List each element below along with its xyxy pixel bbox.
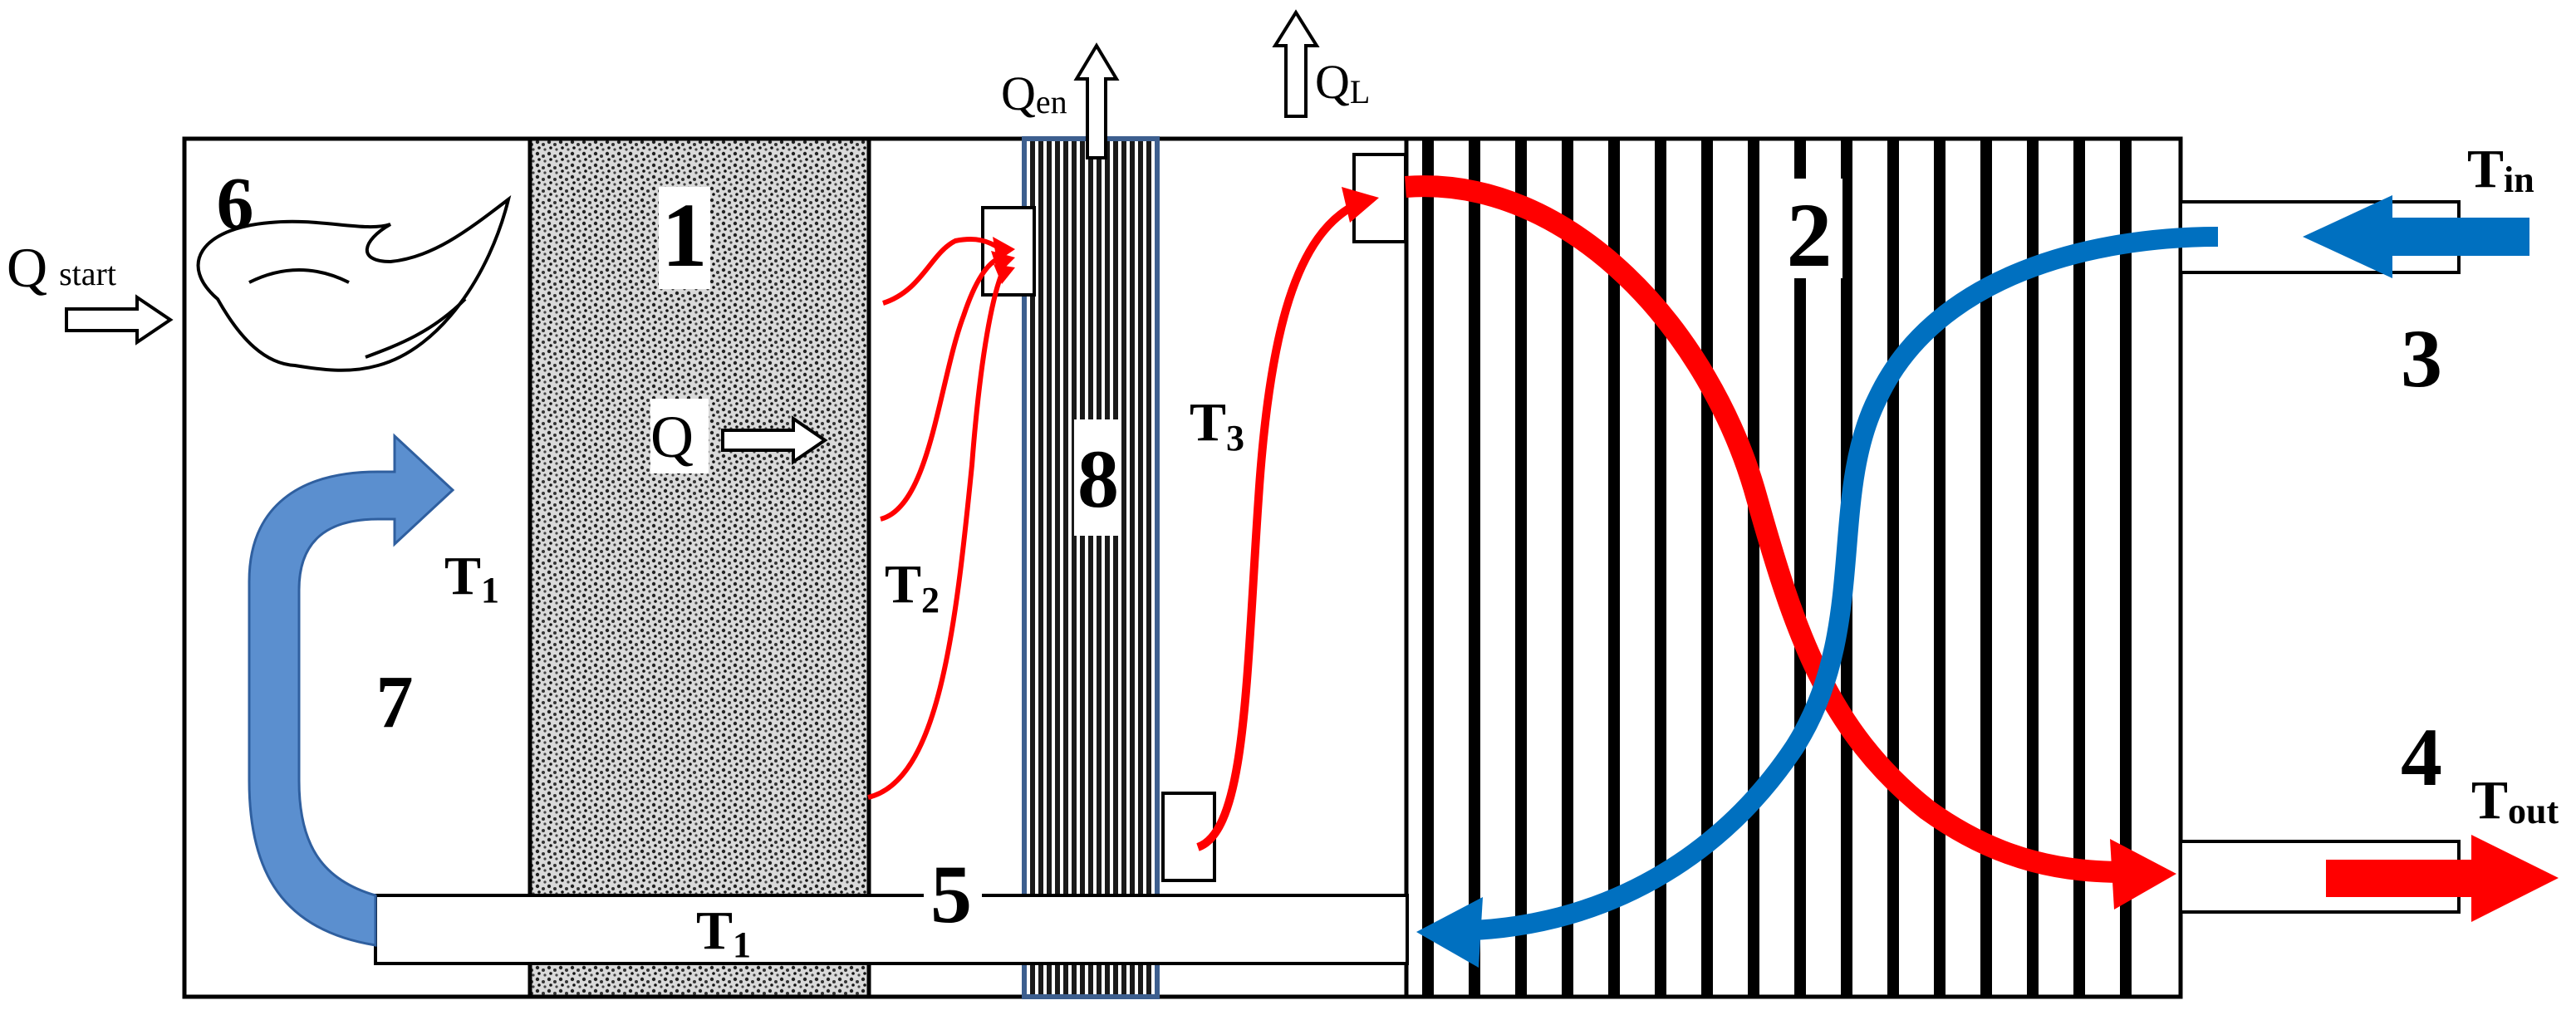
label-1: 1 [662, 184, 708, 286]
q-arrow [721, 415, 828, 465]
t2-flow-arrows [867, 237, 1008, 800]
t3-flow-arrow [1195, 199, 1361, 851]
label-8: 8 [1077, 433, 1119, 525]
t-out-arrow [2326, 835, 2559, 922]
t1-lower-label: T1 [696, 900, 751, 965]
q-label: Q [650, 404, 694, 470]
membrane-zone-8 [1022, 136, 1160, 999]
label-6: 6 [217, 163, 254, 245]
q-l-label: QL [1315, 55, 1370, 110]
sensor-box-t3-bottom [1161, 792, 1216, 882]
label-2: 2 [1787, 184, 1833, 286]
label-4: 4 [2401, 711, 2442, 803]
t-in-label: Tin [2467, 139, 2534, 200]
heat-exchanger-2 [1404, 136, 2183, 999]
recirculation-arrow-7 [248, 433, 455, 947]
q-start-arrow [65, 294, 174, 346]
t-in-arrow [2303, 195, 2529, 278]
label-7: 7 [376, 661, 414, 743]
t3-label: T3 [1190, 392, 1244, 458]
q-l-arrow [1272, 9, 1320, 118]
pipe-5 [374, 894, 1409, 965]
t2-label: T2 [885, 554, 940, 620]
label-5: 5 [930, 848, 972, 940]
cold-flow-arrow [1474, 227, 2219, 940]
label-3: 3 [2401, 312, 2442, 405]
hot-flow-arrow [1405, 175, 2127, 883]
t-out-label: Tout [2471, 770, 2559, 831]
q-en-label: Qen [1001, 66, 1067, 120]
t1-upper-label: T1 [444, 546, 499, 610]
flame-icon [196, 194, 512, 372]
q-en-arrow [1073, 42, 1120, 159]
